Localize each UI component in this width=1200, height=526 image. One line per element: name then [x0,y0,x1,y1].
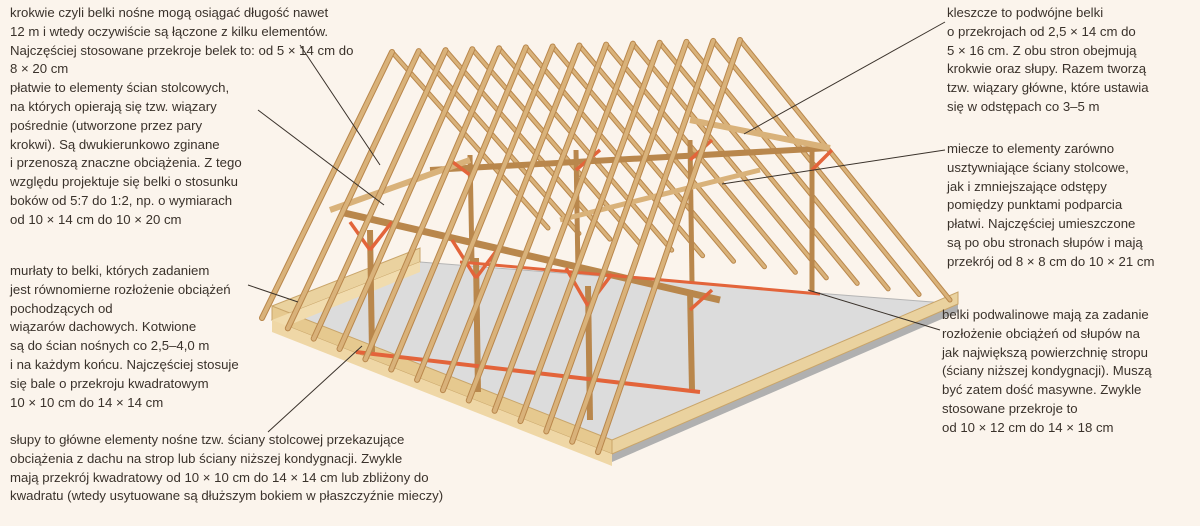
annotation-line: Najczęściej stosowane przekroje belek to… [10,42,354,58]
annotation-line: krokwi). Są dwukierunkowo zginane [10,136,220,152]
annotation-line: płatwie to elementy ścian stolcowych, [10,80,230,96]
leader-lines [247,21,946,433]
annotation-line: słupy to główne elementy nośne tzw. ścia… [10,432,405,447]
annotation-line: kwadratu (wtedy usytuowane są dłuższym b… [10,488,444,504]
annotation-line: być zatem dość masywne. Zwykle [942,382,1142,398]
leader-murlaty [247,284,299,303]
rafter-right-face [390,50,550,230]
rafter-right-face [684,40,890,291]
annotation-line: kleszcze to podwójne belki [947,5,1104,20]
rafter-right-face [524,45,705,258]
brace [688,288,714,312]
annotation-line: belki podwalinowe mają za zadanie [942,307,1149,322]
rafter-group-front [259,37,743,455]
leader-miecze [721,149,946,185]
annotation-line: 12 m i wtedy oczywiście są łączone z kil… [10,23,329,39]
rafter-left-face [596,38,742,454]
annotation-line: od 10 × 14 cm do 10 × 20 cm [10,211,182,227]
annotation-line: względu projektuje się belki o stosunku [10,174,238,190]
leader-krokwie [299,44,381,166]
rafter-left-face [440,43,582,393]
post [687,289,695,391]
annotation-line: się w odstępach co 3–5 m [947,98,1100,114]
annotation-line: są do ścian nośnych co 2,5–4,0 m [10,338,210,354]
annotation-line: mają przekrój kwadratowy od 10 × 10 cm d… [10,469,429,485]
leader-podwaliny [807,289,941,331]
brace [368,220,394,252]
annotation-line: o przekrojach od 2,5 × 14 cm do [947,23,1136,39]
ceiling-slab-side [612,304,958,462]
annotation-krokwie: krokwie czyli belki nośne mogą osiągać d… [10,4,353,230]
rafter-right-face [738,38,952,302]
annotation-miecze: miecze to elementy zarówno usztywniające… [947,140,1154,272]
rafter-left-face [570,38,716,444]
annotation-murlaty: murłaty to belki, których zadaniem jest … [10,262,239,412]
post [687,139,695,283]
annotation-line: się bale o przekroju kwadratowym [10,375,209,391]
rafter-left-face [415,44,555,382]
rafter-right-face [631,42,828,280]
annotation-line: usztywniające ściany stolcowe, [947,159,1129,175]
rafter-left-face [389,45,528,372]
annotation-line: 5 × 16 cm. Z obu stron obejmują [947,42,1137,58]
brace [564,267,590,307]
rafter-left-face [492,41,635,413]
annotation-line: stosowane przekroje to [942,400,1078,416]
rafter-left-face [466,42,609,403]
rafter-right-face [470,47,643,247]
annotation-slupy: słupy to główne elementy nośne tzw. ścia… [10,431,443,506]
brace [448,158,472,177]
rafter-left-face [544,39,689,434]
annotation-line: (ściany niższej kondygnacji). Muszą [942,363,1152,379]
annotation-line: 8 × 20 cm [10,61,69,77]
rafter-left-face [260,50,394,320]
wall-plate-right [611,291,959,455]
annotation-line: przekrój od 8 × 8 cm do 10 × 21 cm [947,253,1155,269]
annotation-line: krokwie czyli belki nośne mogą osiągać d… [10,5,329,20]
rafter-right-face [658,41,859,285]
annotation-line: 10 × 10 cm do 14 × 14 cm [10,394,164,410]
rafter-right-face [444,48,612,241]
annotation-line: wiązarów dachowych. Kotwione [10,319,197,335]
post [367,229,375,353]
brace [810,148,834,172]
leader-kleszcze [743,21,946,135]
annotation-line: miecze to elementy zarówno [947,141,1115,156]
annotation-line: pośrednie (utworzone przez pary [10,117,203,133]
sole-plate [355,350,701,394]
rafter-left-face [311,48,448,341]
annotation-line: jak i zmniejszające odstępy [947,178,1107,194]
annotation-line: i przenoszą znaczne obciążenia. Z tego [10,155,242,171]
annotation-line: rozłożenie obciążeń od słupów na [942,325,1140,341]
annotation-kleszcze: kleszcze to podwójne belki o przekrojach… [947,4,1149,117]
annotation-line: i na każdym końcu. Najczęściej stosuje [10,356,239,372]
annotation-podwaliny: belki podwalinowe mają za zadanie rozłoż… [942,306,1152,438]
rafter-right-face [417,49,581,236]
rafter-left-face [518,40,662,424]
annotation-line: boków od 5:7 do 1:2, np. o wymiarach [10,192,233,208]
annotation-line: płatwi. Najczęściej umieszczone [947,216,1136,232]
annotation-line: tzw. wiązary główne, które ustawia [947,80,1149,96]
annotation-line: murłaty to belki, których zadaniem [10,263,210,278]
annotation-line: od 10 × 12 cm do 14 × 18 cm [942,419,1114,435]
annotation-line: pochodzących od [10,300,113,316]
annotation-line: są po obu stronach słupów i mają [947,234,1143,250]
annotation-line: na których opierają się tzw. wiązary [10,98,217,114]
annotation-line: pomiędzy punktami podparcia [947,197,1123,213]
leader-slupy [267,345,363,433]
rafter-left-face [285,49,421,331]
rafter-right-face [497,46,674,252]
rafter-left-face [363,46,502,362]
annotation-line: jest równomierne rozłożenie obciążeń [10,281,231,297]
rafter-left-face [337,47,475,351]
annotation-line: obciążenia z dachu na strop lub ściany n… [10,450,403,466]
purlin-back [429,145,831,173]
brick-wall-left [272,262,420,332]
annotation-line: krokwie oraz słupy. Razem tworzą [947,61,1147,77]
leader-platwie [257,109,385,206]
annotation-line: jak największą powierzchnię stropu [942,344,1148,360]
